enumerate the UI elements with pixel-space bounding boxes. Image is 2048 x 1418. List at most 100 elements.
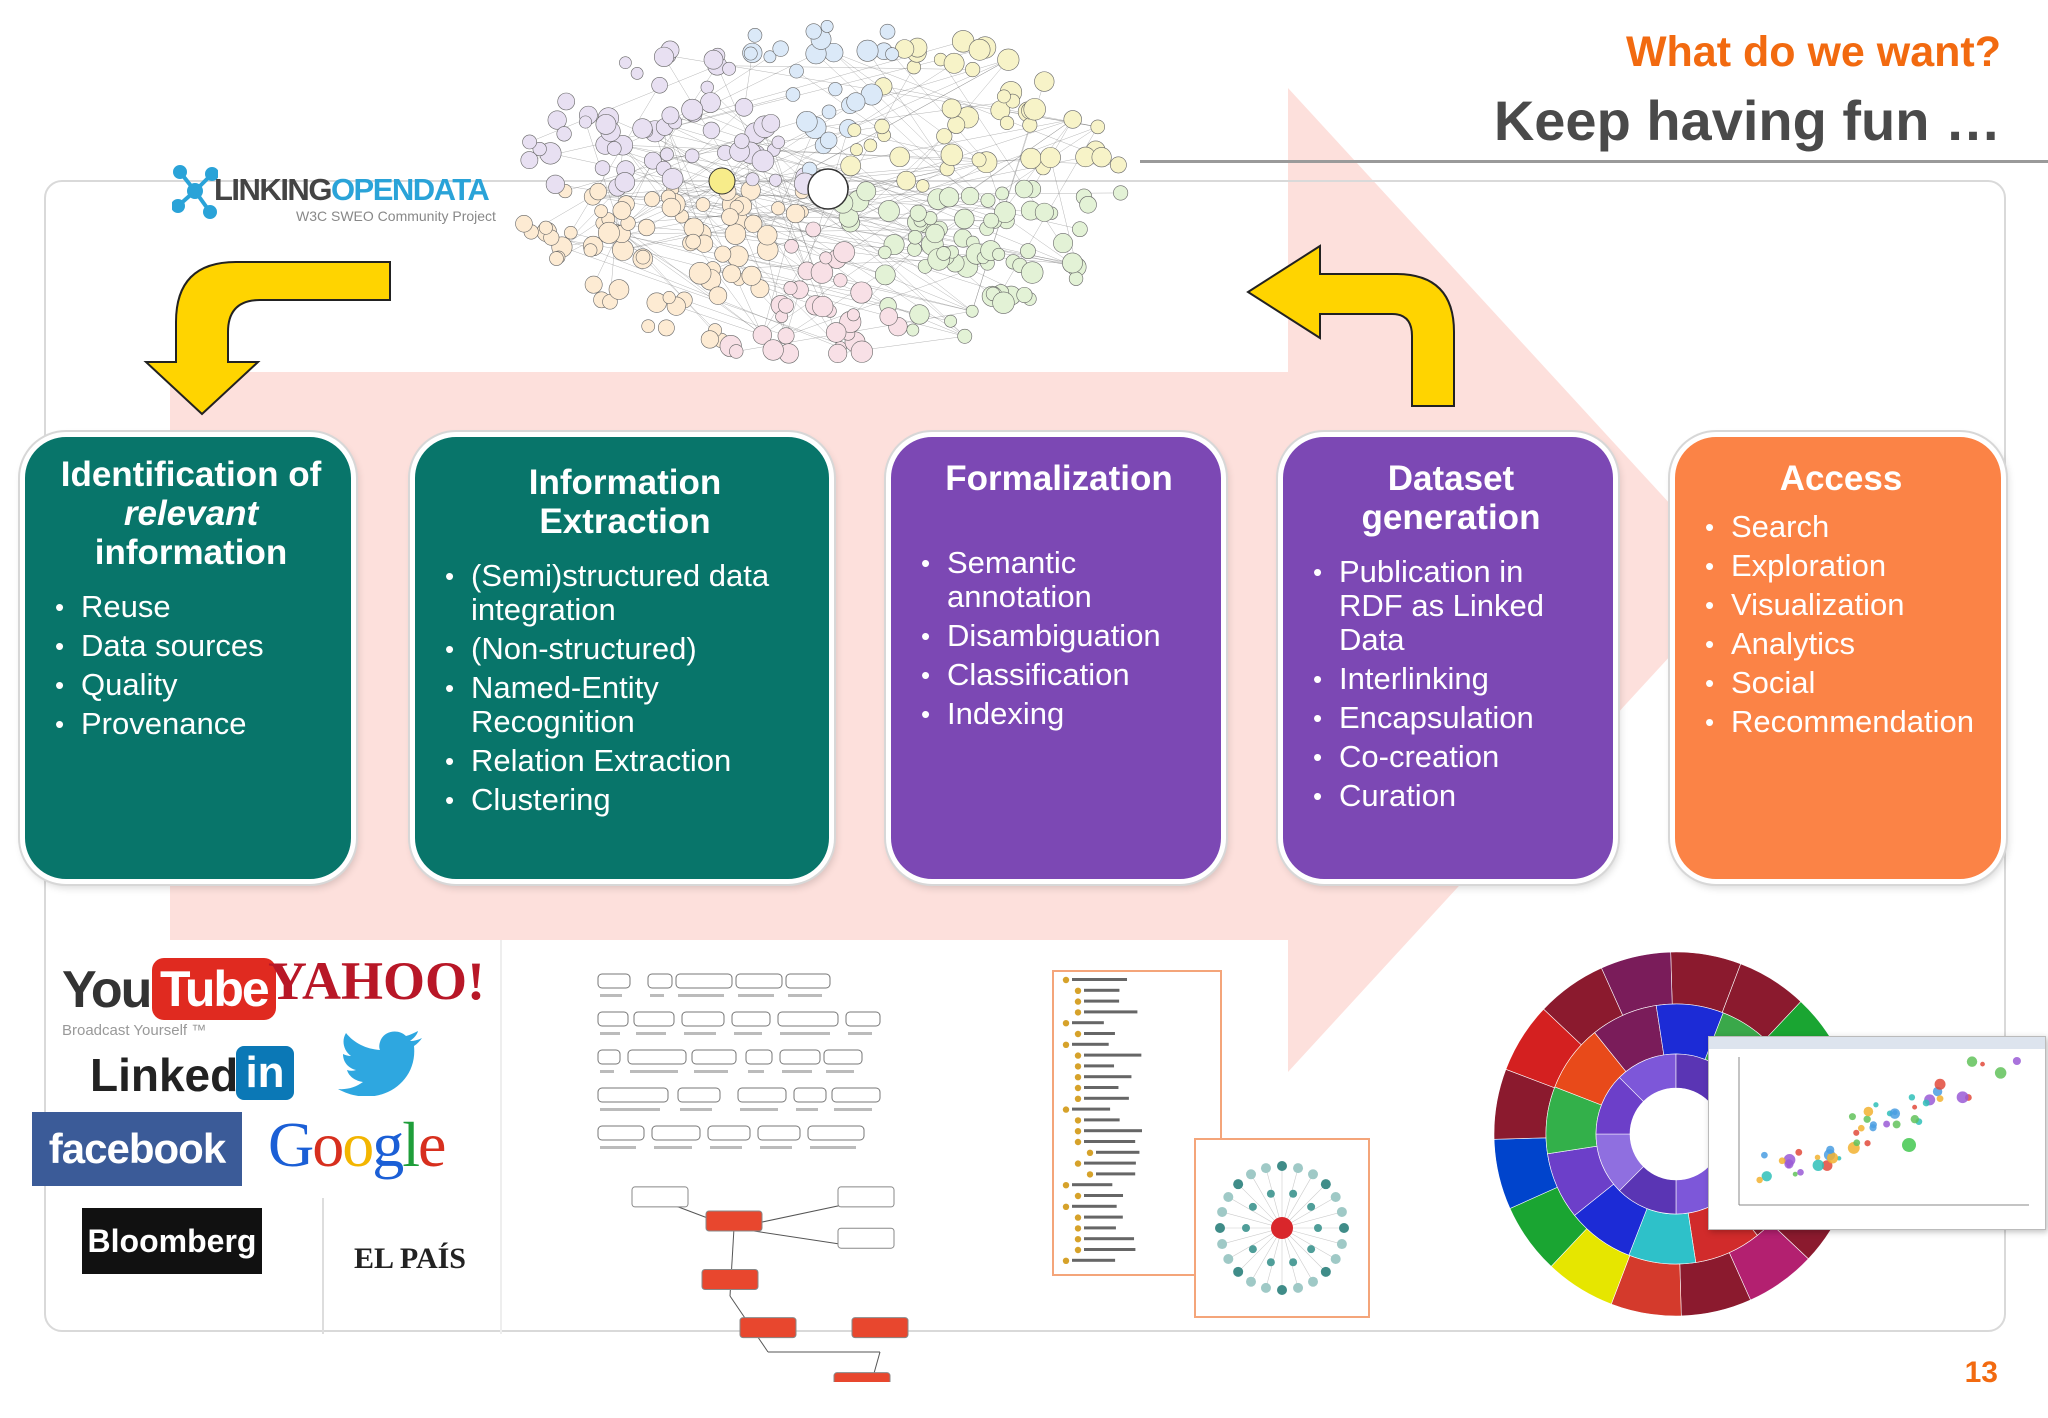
cloud-node bbox=[812, 295, 834, 318]
cloud-node bbox=[997, 48, 1020, 71]
cloud-node bbox=[960, 186, 980, 206]
cloud-node bbox=[661, 106, 680, 125]
yahoo-logo: YAHOO! bbox=[268, 951, 486, 1011]
cloud-node bbox=[789, 63, 804, 79]
cloud-node bbox=[722, 264, 741, 284]
cloud-link bbox=[722, 253, 973, 312]
page-number: 13 bbox=[1964, 1356, 1998, 1389]
return-arrow-left-icon bbox=[143, 261, 391, 416]
cloud-node bbox=[700, 330, 719, 349]
cloud-node bbox=[684, 148, 700, 164]
tree-node-icon bbox=[1062, 1106, 1070, 1113]
cloud-node bbox=[722, 61, 736, 76]
radial-node bbox=[1277, 1285, 1287, 1295]
card-access-list: Search Exploration Visualization Analyti… bbox=[1703, 510, 1979, 740]
entity-type-caption bbox=[788, 994, 822, 997]
cloud-node bbox=[992, 291, 1015, 314]
list-item: (Semi)structured data integration bbox=[443, 559, 807, 627]
cloud-node bbox=[909, 304, 930, 325]
radial-node bbox=[1289, 1258, 1298, 1267]
tree-node-icon bbox=[1074, 1214, 1082, 1221]
scatter-point bbox=[1827, 1152, 1839, 1164]
cloud-node bbox=[734, 98, 754, 117]
cloud-node bbox=[906, 323, 920, 337]
cloud-node bbox=[846, 92, 866, 112]
scatter-point bbox=[1908, 1094, 1916, 1101]
tree-node-label bbox=[1084, 1140, 1136, 1143]
entity-token-box bbox=[777, 1011, 839, 1027]
tree-node-label bbox=[1096, 1172, 1136, 1176]
cloud-node bbox=[700, 80, 714, 94]
cloud-node bbox=[1053, 233, 1073, 254]
cloud-link bbox=[756, 153, 965, 337]
divider bbox=[500, 940, 502, 1334]
google-logo-letter: o bbox=[342, 1109, 374, 1180]
card-information-extraction: Information Extraction (Semi)structured … bbox=[410, 432, 834, 884]
radial-node bbox=[1330, 1192, 1341, 1202]
tree-node-label bbox=[1072, 1183, 1113, 1187]
cloud-link bbox=[867, 50, 948, 169]
cloud-node bbox=[997, 89, 1011, 104]
title-divider bbox=[1140, 160, 2048, 163]
cloud-node bbox=[702, 121, 720, 139]
scatter-point bbox=[1857, 1124, 1865, 1132]
cloud-node bbox=[1020, 147, 1042, 170]
cloud-node bbox=[612, 201, 632, 220]
cloud-node bbox=[850, 340, 873, 363]
card-title-line: Identification of bbox=[60, 455, 322, 494]
cloud-node bbox=[965, 304, 979, 318]
list-item: Data sources bbox=[53, 629, 329, 664]
cloud-node bbox=[681, 98, 704, 121]
entity-node bbox=[631, 1186, 689, 1208]
list-item: Provenance bbox=[53, 707, 329, 742]
sunburst-center bbox=[1630, 1088, 1722, 1180]
cloud-node bbox=[662, 291, 676, 305]
radial-center-node bbox=[1271, 1217, 1293, 1239]
cloud-node bbox=[714, 245, 732, 263]
entity-type-caption bbox=[810, 1146, 856, 1149]
lod-logo-subtitle: W3C SWEO Community Project bbox=[296, 208, 496, 224]
scatter-point bbox=[1778, 1157, 1786, 1165]
cloud-node bbox=[700, 92, 721, 113]
lod-logo-part2: OPENDATA bbox=[330, 172, 490, 207]
scatter-point bbox=[1869, 1121, 1877, 1129]
entity-type-caption bbox=[600, 1032, 620, 1035]
tree-node-label bbox=[1072, 1107, 1111, 1111]
cloud-node bbox=[597, 221, 620, 244]
tree-node-label bbox=[1084, 1215, 1123, 1219]
cloud-node bbox=[771, 201, 786, 216]
entity-token-box bbox=[597, 1087, 669, 1103]
tree-node-label bbox=[1084, 1237, 1135, 1241]
scatter-point bbox=[1902, 1138, 1916, 1152]
list-item: Clustering bbox=[443, 783, 807, 818]
slide-subtitle: What do we want? bbox=[1625, 28, 2001, 76]
cloud-node bbox=[896, 170, 917, 191]
tree-node-label bbox=[1072, 1021, 1104, 1025]
cloud-node bbox=[821, 104, 837, 120]
scatter-point bbox=[1756, 1176, 1763, 1184]
cloud-node bbox=[644, 191, 660, 207]
bloomberg-logo: Bloomberg bbox=[82, 1208, 262, 1274]
google-logo-letter: e bbox=[418, 1109, 446, 1180]
entity-type-caption bbox=[650, 994, 664, 997]
cloud-node bbox=[653, 46, 675, 67]
cloud-node bbox=[1063, 110, 1082, 129]
cloud-node bbox=[939, 187, 960, 208]
cloud-node bbox=[828, 343, 848, 363]
scatter-point bbox=[1848, 1113, 1856, 1121]
google-logo-letter: G bbox=[268, 1109, 314, 1180]
radial-node bbox=[1320, 1179, 1331, 1190]
scatter-point bbox=[1797, 1169, 1804, 1176]
radial-node bbox=[1223, 1254, 1234, 1264]
entity-token-box bbox=[707, 1125, 751, 1141]
cloud-node bbox=[856, 181, 877, 202]
tree-node-label bbox=[1084, 1194, 1124, 1197]
tree-node-icon bbox=[1074, 1236, 1082, 1243]
radial-node bbox=[1266, 1189, 1275, 1198]
cloud-node bbox=[761, 114, 781, 133]
radial-node bbox=[1246, 1276, 1256, 1287]
scatter-point bbox=[1795, 1148, 1803, 1156]
cloud-node bbox=[771, 135, 785, 149]
list-item: Semantic annotation bbox=[919, 546, 1199, 614]
cloud-link bbox=[883, 86, 1098, 128]
